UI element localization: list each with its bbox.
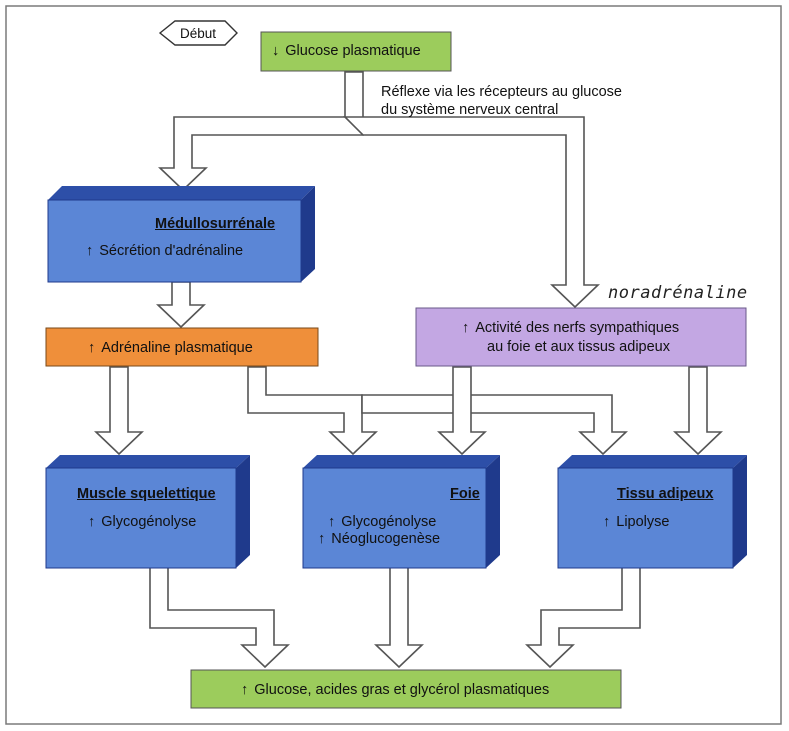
arrow-adrenaline-to-foie: [247, 366, 378, 456]
up-arrow-icon: ↑: [88, 340, 96, 356]
medullo-text: ↑ Sécrétion d'adrénaline: [86, 243, 243, 260]
foie-title: Foie: [450, 486, 480, 502]
adrenaline-box: [45, 327, 319, 367]
up-arrow-icon: ↑: [88, 514, 96, 530]
adipeux-title: Tissu adipeux: [617, 486, 714, 502]
arrow-glucose-to-sympathetic: [343, 116, 600, 309]
bottom-box: [190, 669, 622, 709]
foie-text2: ↑ Néoglucogenèse: [318, 531, 440, 548]
glucose-top-label: ↓ Glucose plasmatique: [272, 43, 421, 60]
sympathetic-line2: au foie et aux tissus adipeux: [487, 339, 670, 355]
bottom-label: ↑ Glucose, acides gras et glycérol plasma…: [241, 682, 549, 699]
adipeux-box: [557, 455, 747, 569]
medullo-box: [47, 186, 315, 283]
glucose-top-box: [260, 31, 452, 72]
handwritten-note: noradrénaline: [608, 283, 748, 303]
down-arrow-icon: ↓: [272, 43, 280, 59]
sympathetic-box: [415, 307, 747, 367]
up-arrow-icon: ↑: [241, 682, 249, 698]
up-arrow-icon: ↑: [603, 514, 611, 530]
up-arrow-icon: ↑: [86, 243, 94, 259]
medullo-text-value: Sécrétion d'adrénaline: [99, 243, 244, 259]
medullo-title: Médullosurrénale: [155, 216, 276, 232]
foie-text2-value: Néoglucogenèse: [331, 531, 441, 547]
sympathetic-line1: ↑ Activité des nerfs sympathiques: [462, 320, 679, 337]
adipeux-text: ↑ Lipolyse: [603, 514, 669, 531]
arrow-adrenaline-to-adipeux: [361, 394, 628, 456]
arrow-foie-to-bottom: [374, 566, 424, 669]
adipeux-text-value: Lipolyse: [616, 514, 670, 530]
sympathetic-line1-text: Activité des nerfs sympathiques: [475, 320, 680, 336]
foie-text1-value: Glycogénolyse: [341, 514, 437, 530]
adrenaline-label: ↑ Adrénaline plasmatique: [88, 340, 253, 357]
up-arrow-icon: ↑: [462, 320, 470, 336]
reflex-line1: Réflexe via les récepteurs au glucose: [381, 84, 622, 100]
start-label: Début: [180, 26, 217, 41]
up-arrow-icon: ↑: [318, 531, 326, 547]
muscle-text: ↑ Glycogénolyse: [88, 514, 196, 531]
reflex-line2: du système nerveux central: [381, 102, 559, 118]
up-arrow-icon: ↑: [328, 514, 336, 530]
glucose-top-text: Glucose plasmatique: [285, 43, 421, 59]
arrow-muscle-to-bottom: [149, 566, 290, 669]
frame: [5, 5, 782, 725]
foie-text1: ↑ Glycogénolyse: [328, 514, 436, 531]
muscle-text-value: Glycogénolyse: [101, 514, 197, 530]
arrow-medullo-to-adrenaline: [156, 281, 206, 329]
arrow-adrenaline-to-muscle: [94, 366, 144, 456]
start-tag: [158, 20, 238, 46]
bottom-text: Glucose, acides gras et glycérol plasmat…: [254, 682, 550, 698]
arrow-sympathetic-to-foie: [437, 366, 487, 456]
muscle-title: Muscle squelettique: [77, 486, 216, 502]
arrow-glucose-to-medullo: [158, 71, 364, 192]
muscle-box: [45, 455, 250, 569]
arrow-adipeux-to-bottom: [525, 566, 641, 669]
adrenaline-text: Adrénaline plasmatique: [101, 340, 253, 356]
foie-box: [302, 455, 500, 569]
arrow-sympathetic-to-adipeux: [673, 366, 723, 456]
